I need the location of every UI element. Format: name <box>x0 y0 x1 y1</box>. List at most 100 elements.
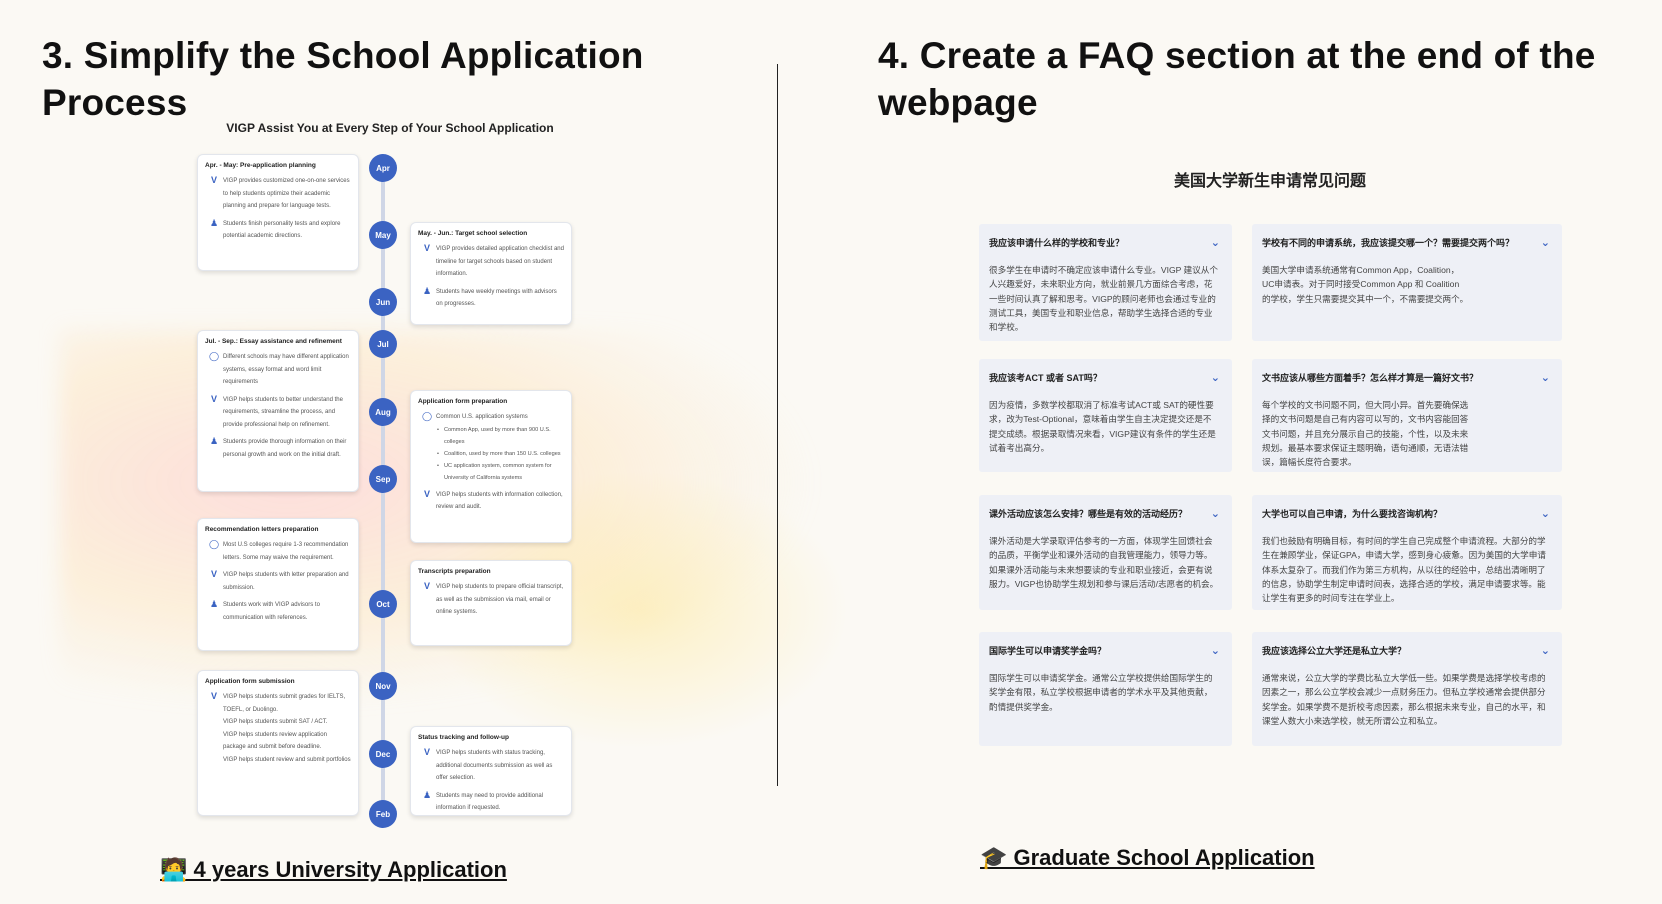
month-marker: Sep <box>369 465 397 493</box>
timeline-card-essay: Jul. - Sep.: Essay assistance and refine… <box>197 330 359 492</box>
vigp-logo-icon: V <box>210 393 217 404</box>
faq-question: 文书应该从哪些方面着手？怎么样才算是一篇好文书？ <box>1262 373 1479 383</box>
card-bullet: UC application system, common system for… <box>436 460 564 484</box>
faq-item[interactable]: 大学也可以自己申请，为什么要找咨询机构？ ⌄ 我们也鼓励有明确目标，有时间的学生自… <box>1252 495 1562 610</box>
card-title: Jul. - Sep.: Essay assistance and refine… <box>205 338 342 345</box>
card-title: Application form preparation <box>418 398 508 405</box>
graduate-school-link[interactable]: 🎓 Graduate School Application <box>980 845 1315 870</box>
faq-answer: 因为疫情，多数学校都取消了标准考试ACT或 SAT的硬性要求，改为Test-Op… <box>989 400 1216 453</box>
card-title: Status tracking and follow-up <box>418 734 510 741</box>
faq-question: 大学也可以自己申请，为什么要找咨询机构？ <box>1262 509 1443 519</box>
student-icon: ♟ <box>209 436 219 446</box>
card-text: Students finish personality tests and ex… <box>223 220 341 240</box>
vigp-logo-icon: V <box>423 488 430 499</box>
faq-question: 我应该选择公立大学还是私立大学？ <box>1262 646 1407 656</box>
card-text: Students have weekly meetings with advis… <box>436 288 557 308</box>
timeline-card-application-form: Application form preparation ◯ Common U.… <box>410 390 572 543</box>
section-4-heading: 4. Create a FAQ section at the end of th… <box>878 35 1596 123</box>
student-icon: ♟ <box>209 599 219 609</box>
card-title: Transcripts preparation <box>418 568 491 575</box>
month-marker: Jul <box>369 330 397 358</box>
timeline-card-pre-application: Apr. - May: Pre-application planning V VI… <box>197 154 359 271</box>
faq-item[interactable]: 国际学生可以申请奖学金吗？ ⌄ 国际学生可以申请奖学金。通常公立学校提供给国际学生… <box>979 632 1232 746</box>
card-text: VIGP helps students to better understand… <box>223 396 343 428</box>
card-title: Apr. - May: Pre-application planning <box>205 162 316 169</box>
faq-question: 课外活动应该怎么安排？哪些是有效的活动经历？ <box>989 509 1188 519</box>
column-divider <box>777 64 778 786</box>
faq-question: 我应该申请什么样的学校和专业？ <box>989 238 1125 248</box>
card-title: Recommendation letters preparation <box>205 526 319 533</box>
timeline-card-status-tracking: Status tracking and follow-up V VIGP help… <box>410 726 572 816</box>
card-text: VIGP provides detailed application check… <box>436 246 564 277</box>
faq-item[interactable]: 我应该考ACT 或者 SAT吗？ ⌄ 因为疫情，多数学校都取消了标准考试ACT或 … <box>979 359 1232 472</box>
timeline-card-target-school: May. - Jun.: Target school selection V VI… <box>410 222 572 325</box>
faq-question: 国际学生可以申请奖学金吗？ <box>989 646 1107 656</box>
faq-answer: 很多学生在申请时不确定应该申请什么专业。VIGP 建议从个人兴趣爱好，未来职业方… <box>989 265 1219 333</box>
month-marker: May <box>369 221 397 249</box>
card-title: May. - Jun.: Target school selection <box>418 230 528 237</box>
vigp-logo-icon: V <box>423 581 430 591</box>
month-marker: Oct <box>369 590 397 618</box>
card-text: VIGP helps students submit SAT / ACT. <box>223 719 328 725</box>
faq-answer: 美国大学申请系统通常有Common App，Coalition，UC申请表。对于… <box>1262 265 1469 304</box>
month-marker: Dec <box>369 740 397 768</box>
card-text: VIGP helps students review application p… <box>223 731 327 751</box>
faq-item[interactable]: 我应该申请什么样的学校和专业？ ⌄ 很多学生在申请时不确定应该申请什么专业。VIG… <box>979 224 1232 341</box>
month-marker: Apr <box>369 154 397 182</box>
card-text: VIGP helps students submit grades for IE… <box>223 694 346 713</box>
chevron-down-icon[interactable]: ⌄ <box>1540 372 1550 384</box>
faq-answer: 每个学校的文书问题不同，但大同小异。首先要确保选择的文书问题是自己有内容可以写的… <box>1262 400 1469 468</box>
card-text: VIGP help students to prepare official t… <box>436 584 564 615</box>
card-title: Application form submission <box>205 678 295 685</box>
faq-answer: 国际学生可以申请奖学金。通常公立学校提供给国际学生的奖学金有限，私立学校根据申请… <box>989 673 1213 712</box>
month-marker: Jun <box>369 288 397 316</box>
faq-item[interactable]: 我应该选择公立大学还是私立大学？ ⌄ 通常来说，公立大学的学费比私立大学低一些。如… <box>1252 632 1562 746</box>
month-marker: Feb <box>369 800 397 828</box>
vigp-logo-icon: V <box>210 691 217 701</box>
vigp-logo-icon: V <box>423 747 430 757</box>
faq-answer: 课外活动是大学录取评估参考的一方面，体现学生回馈社会的品质，平衡学业和课外活动的… <box>989 536 1219 589</box>
card-text: Different schools may have different app… <box>223 354 349 385</box>
faq-answer: 我们也鼓励有明确目标，有时间的学生自己完成整个申请流程。大部分的学生在兼顾学业，… <box>1262 536 1546 604</box>
student-icon: ♟ <box>422 285 432 296</box>
chevron-down-icon[interactable]: ⌄ <box>1210 508 1220 520</box>
lightbulb-icon: ◯ <box>208 351 220 361</box>
student-icon: ♟ <box>422 789 432 800</box>
card-text: VIGP helps students with status tracking… <box>436 750 553 781</box>
vigp-logo-icon: V <box>210 175 217 185</box>
card-text: Students work with VIGP advisors to comm… <box>223 602 320 621</box>
chevron-down-icon[interactable]: ⌄ <box>1540 645 1550 657</box>
timeline-title: VIGP Assist You at Every Step of Your Sc… <box>226 121 554 135</box>
card-text: Most U.S colleges require 1-3 recommenda… <box>223 542 349 561</box>
month-marker: Aug <box>369 398 397 426</box>
chevron-down-icon[interactable]: ⌄ <box>1210 372 1220 384</box>
chevron-down-icon[interactable]: ⌄ <box>1540 237 1550 249</box>
lightbulb-icon: ◯ <box>421 411 433 421</box>
card-text: Common U.S. application systems <box>436 414 528 420</box>
vigp-logo-icon: V <box>423 243 430 253</box>
chevron-down-icon[interactable]: ⌄ <box>1210 237 1220 249</box>
card-text: VIGP helps student review and submit por… <box>223 756 351 763</box>
faq-title: 美国大学新生申请常见问题 <box>1173 173 1366 190</box>
timeline-card-submission: Application form submission V VIGP helps… <box>197 670 359 816</box>
university-application-link[interactable]: 🧑‍💻 4 years University Application <box>160 857 507 882</box>
card-bullet: Coalition, used by more than 150 U.S. co… <box>436 448 564 460</box>
lightbulb-icon: ◯ <box>208 539 220 549</box>
chevron-down-icon[interactable]: ⌄ <box>1540 508 1550 520</box>
faq-question: 我应该考ACT 或者 SAT吗？ <box>989 373 1102 383</box>
faq-item[interactable]: 学校有不同的申请系统，我应该提交哪一个？需要提交两个吗？⌄ 美国大学申请系统通常… <box>1252 224 1562 341</box>
card-text: Students may need to provide additional … <box>436 792 544 812</box>
timeline-card-recommendation: Recommendation letters preparation ◯Most… <box>197 518 359 651</box>
section-3-heading: 3. Simplify the School Application Proce… <box>42 35 644 123</box>
faq-item[interactable]: 课外活动应该怎么安排？哪些是有效的活动经历？ ⌄ 课外活动是大学录取评估参考的一方… <box>979 495 1232 610</box>
card-text: VIGP helps students with letter preparat… <box>223 572 349 591</box>
faq-answer: 通常来说，公立大学的学费比私立大学低一些。如果学费是选择学校考虑的因素之一，那么… <box>1262 673 1546 726</box>
timeline-card-transcripts: Transcripts preparation V VIGP help stude… <box>410 560 572 646</box>
chevron-down-icon[interactable]: ⌄ <box>1210 645 1220 657</box>
card-text: VIGP helps students with information col… <box>436 491 563 511</box>
month-marker: Nov <box>369 672 397 700</box>
card-text: Students provide thorough information on… <box>223 439 347 458</box>
vigp-logo-icon: V <box>210 569 217 579</box>
card-text: VIGP provides customized one-on-one serv… <box>223 178 350 209</box>
faq-item[interactable]: 文书应该从哪些方面着手？怎么样才算是一篇好文书？ ⌄ 每个学校的文书问题不同，但大… <box>1252 359 1562 472</box>
